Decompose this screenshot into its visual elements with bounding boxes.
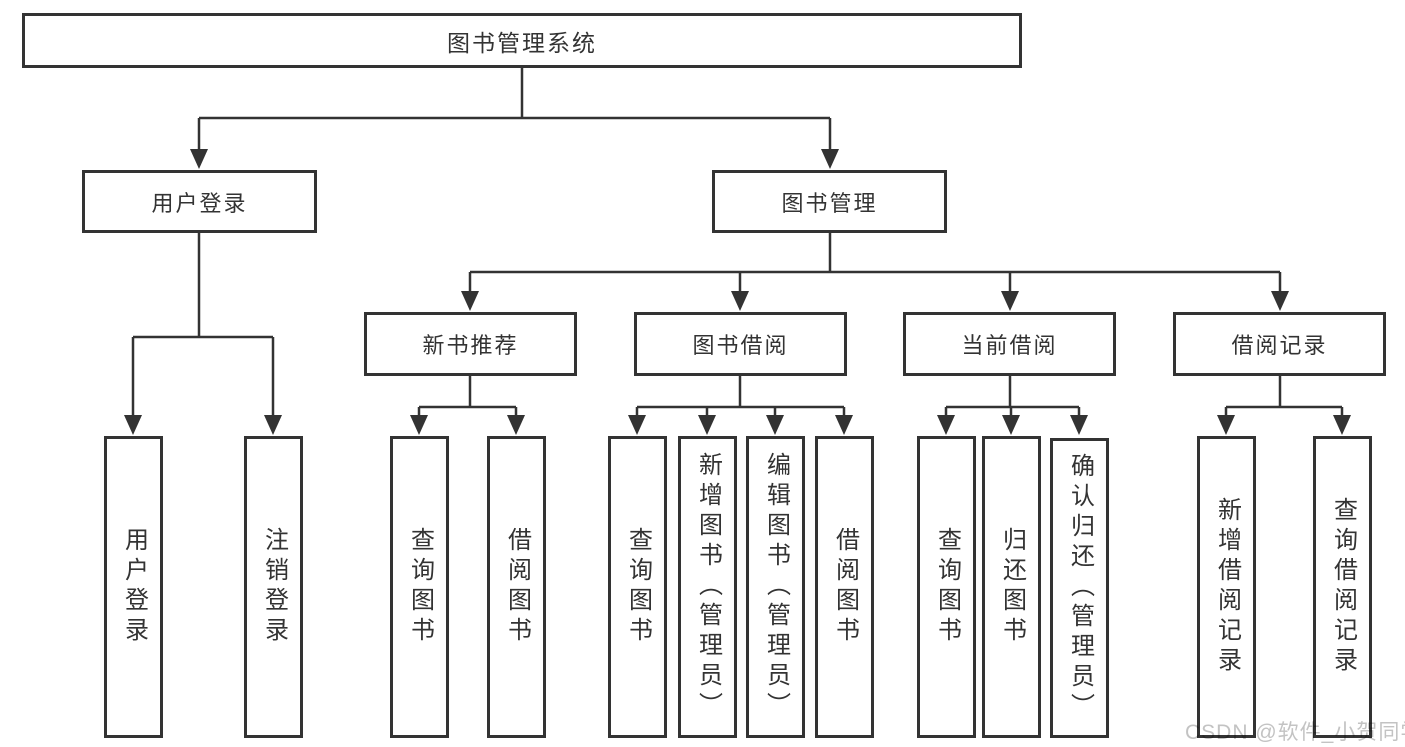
leaf-query-books-current: 查询图书 xyxy=(917,436,976,738)
node-book-management: 图书管理 xyxy=(712,170,947,233)
leaf-borrow-books-recommend: 借阅图书 xyxy=(487,436,546,738)
node-current-borrowing: 当前借阅 xyxy=(903,312,1116,376)
leaf-confirm-return-admin: 确认归还（管理员） xyxy=(1050,438,1109,738)
csdn-watermark: CSDN @软件_小贺同学 xyxy=(1185,721,1405,744)
node-book-borrowing: 图书借阅 xyxy=(634,312,847,376)
node-new-book-recommendation: 新书推荐 xyxy=(364,312,577,376)
node-system-root: 图书管理系统 xyxy=(22,13,1022,68)
leaf-query-books-borrowing: 查询图书 xyxy=(608,436,667,738)
node-borrowing-records: 借阅记录 xyxy=(1173,312,1386,376)
leaf-add-books-admin: 新增图书（管理员） xyxy=(678,436,737,738)
leaf-add-borrow-record: 新增借阅记录 xyxy=(1197,436,1256,738)
leaf-logout: 注销登录 xyxy=(244,436,303,738)
leaf-edit-books-admin: 编辑图书（管理员） xyxy=(746,436,805,738)
leaf-query-borrow-record: 查询借阅记录 xyxy=(1313,436,1372,738)
leaf-query-books-recommend: 查询图书 xyxy=(390,436,449,738)
leaf-user-login: 用户登录 xyxy=(104,436,163,738)
leaf-return-books: 归还图书 xyxy=(982,436,1041,738)
node-user-login: 用户登录 xyxy=(82,170,317,233)
leaf-borrow-books-borrowing: 借阅图书 xyxy=(815,436,874,738)
